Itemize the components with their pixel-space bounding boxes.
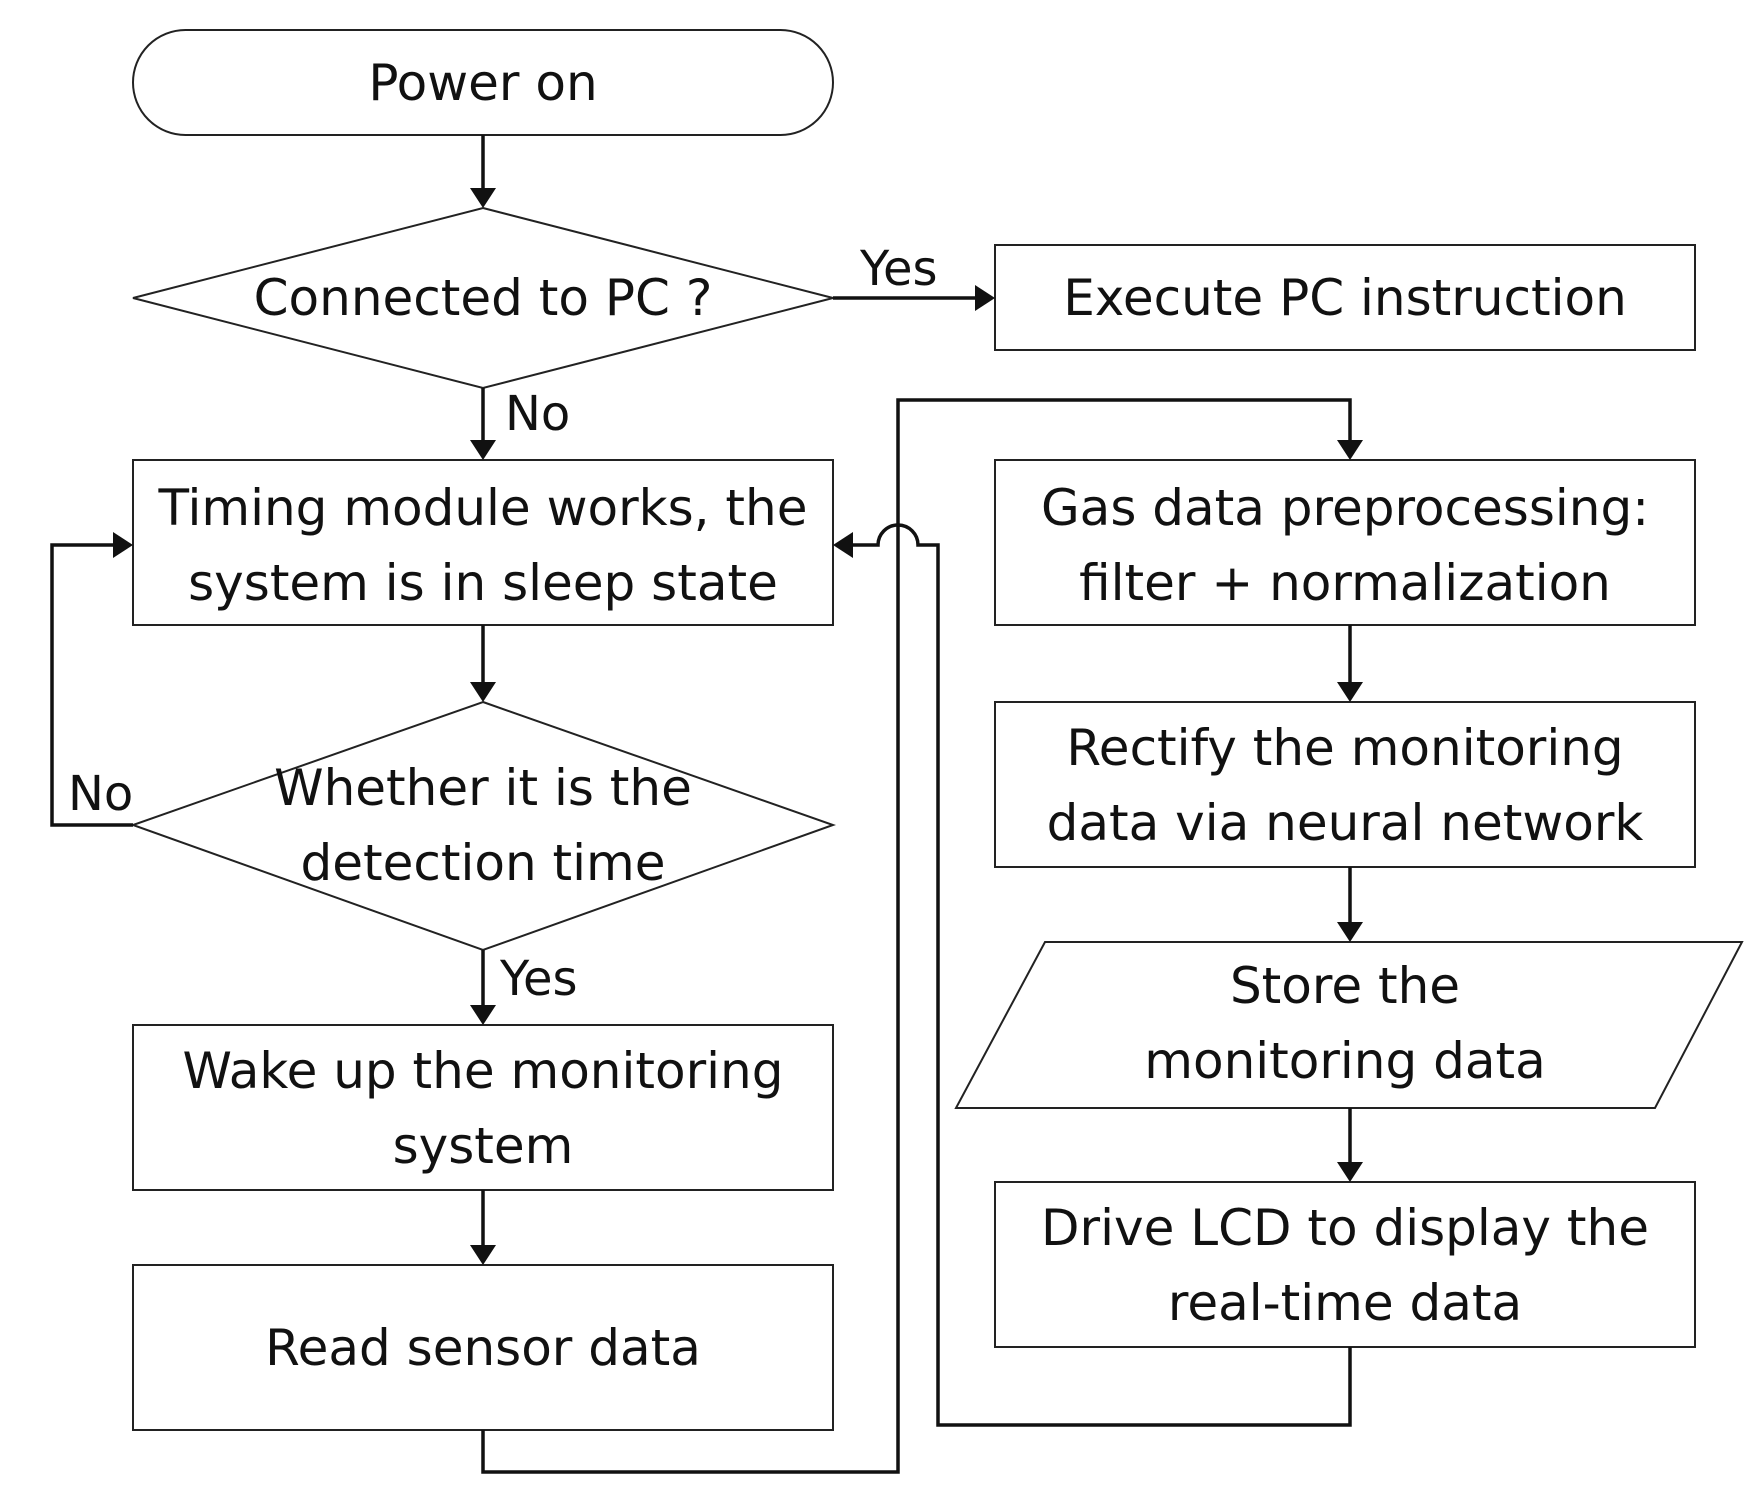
wake-up-label-line1: Wake up the monitoring <box>183 1042 784 1100</box>
arrowhead <box>470 440 496 460</box>
detection-time-label-line2: detection time <box>301 834 666 892</box>
edge-label-pc-yes: Yes <box>859 241 937 297</box>
rectify-box <box>994 701 1696 868</box>
arrowhead <box>470 188 496 208</box>
gas-preprocessing-label-line1: Gas data preprocessing: <box>1041 479 1649 537</box>
arrowhead <box>1337 682 1363 702</box>
store-data-label-line1: Store the <box>1230 957 1460 1015</box>
connector-detection-no-loop <box>50 543 133 827</box>
arrowhead <box>470 682 496 702</box>
rectify-label-line2: data via neural network <box>1047 794 1644 852</box>
store-data-label-line2: monitoring data <box>1144 1032 1545 1090</box>
power-on-label: Power on <box>368 54 597 112</box>
detection-time-label-line1: Whether it is the <box>274 759 692 817</box>
store-data-parallelogram <box>954 941 1744 1109</box>
edge-label-detection-yes: Yes <box>499 951 577 1007</box>
arrowhead <box>470 1005 496 1025</box>
execute-pc-instruction-box <box>994 244 1696 351</box>
arrowhead <box>470 1245 496 1265</box>
arrowhead <box>1337 440 1363 460</box>
gas-preprocessing-label-line2: filter + normalization <box>1079 554 1611 612</box>
wake-up-label-line2: system <box>393 1117 574 1175</box>
arrowhead <box>1337 1162 1363 1182</box>
arrowhead <box>833 532 853 558</box>
read-sensor-data-label: Read sensor data <box>265 1319 701 1377</box>
arrowhead <box>1337 922 1363 942</box>
drive-lcd-box <box>994 1181 1696 1348</box>
connected-to-pc-label: Connected to PC ? <box>254 269 713 327</box>
arrowhead <box>975 285 995 311</box>
rectify-label-line1: Rectify the monitoring <box>1066 719 1623 777</box>
timing-module-label-line2: system is in sleep state <box>188 554 778 612</box>
connector-read-to-gas <box>481 398 1352 1474</box>
connector-lcd-to-timing <box>853 523 1352 1427</box>
edge-label-detection-no: No <box>68 766 133 822</box>
arrowhead <box>113 532 133 558</box>
execute-pc-instruction-label: Execute PC instruction <box>1063 269 1627 327</box>
wake-up-box <box>132 1024 834 1191</box>
detection-time-decision <box>130 700 836 952</box>
timing-module-label-line1: Timing module works, the <box>158 479 808 537</box>
drive-lcd-label-line2: real-time data <box>1168 1274 1522 1332</box>
edge-label-pc-no: No <box>505 386 570 442</box>
gas-preprocessing-box <box>994 459 1696 626</box>
drive-lcd-label-line1: Drive LCD to display the <box>1041 1199 1649 1257</box>
